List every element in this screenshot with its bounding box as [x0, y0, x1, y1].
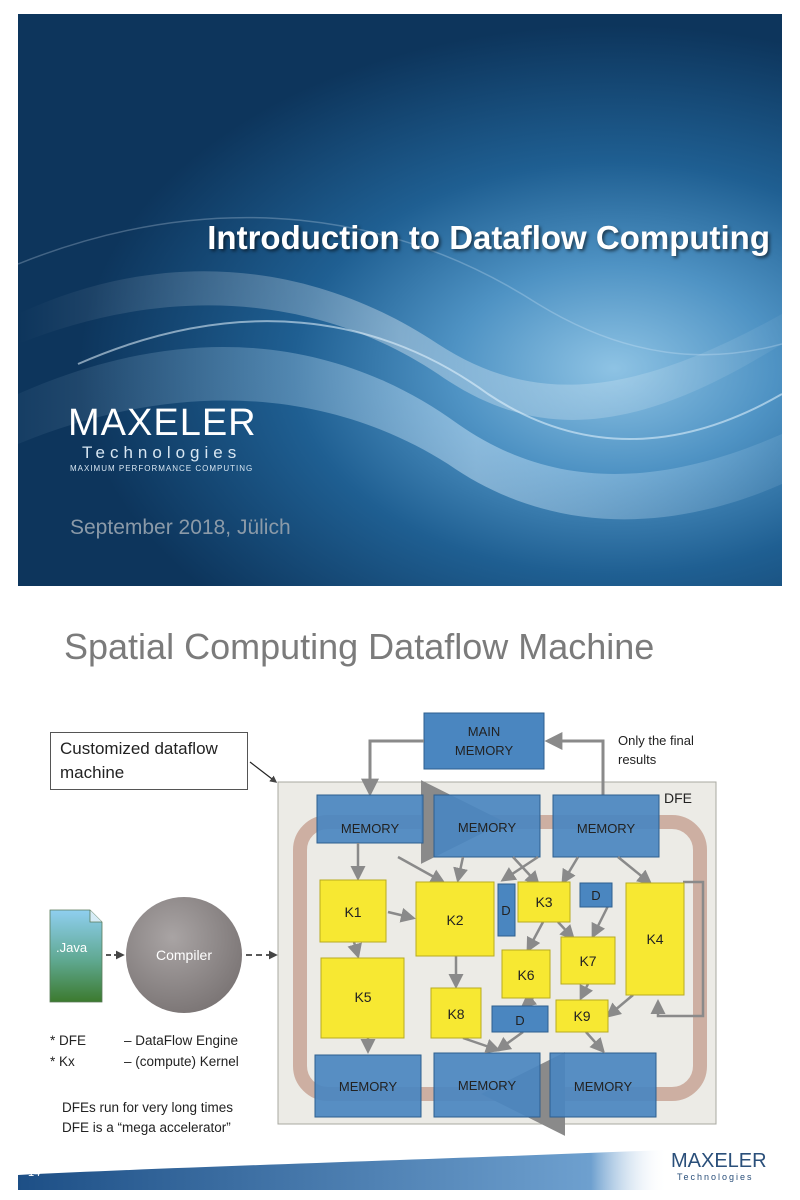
d-label: D: [515, 1013, 524, 1028]
kernel-label: K1: [344, 904, 361, 920]
memory-top-right: MEMORY: [552, 794, 660, 858]
compiler-label: Compiler: [156, 947, 212, 963]
title-slide: Introduction to Dataflow Computing MAXEL…: [18, 14, 782, 586]
d-box-3: D: [491, 1005, 549, 1033]
main-memory-box: [423, 712, 545, 770]
main-memory-line1: MAIN: [468, 724, 501, 739]
memory-label: MEMORY: [574, 1079, 633, 1094]
kernel-k5: K5: [320, 957, 405, 1039]
main-memory-line2: MEMORY: [455, 743, 514, 758]
logo-subtitle: Technologies: [82, 443, 242, 462]
dfe-label: DFE: [664, 790, 692, 806]
d-box-2: D: [579, 882, 613, 908]
java-label: .Java: [56, 940, 88, 955]
memory-label: MEMORY: [577, 821, 636, 836]
java-file-icon: .Java: [49, 909, 103, 1003]
kernel-label: K9: [573, 1008, 590, 1024]
memory-label: MEMORY: [339, 1079, 398, 1094]
memory-label: MEMORY: [458, 1078, 517, 1093]
legend-key-kernel: * Kx: [50, 1054, 75, 1069]
legend-key-dfe: * DFE: [50, 1033, 87, 1048]
footer-bar: [18, 1145, 782, 1190]
footer-logo-subtitle: Technologies: [677, 1172, 754, 1182]
kernel-connections: [347, 843, 705, 1054]
kernel-label: K5: [354, 989, 371, 1005]
slide1-title: Introduction to Dataflow Computing: [207, 219, 770, 256]
memory-label: MEMORY: [341, 821, 400, 836]
memory-bottom-middle: MEMORY: [433, 1052, 541, 1118]
page-number: 14: [28, 1167, 41, 1179]
memory-top-left: MEMORY: [316, 794, 424, 844]
memory-bottom-left: MEMORY: [314, 1054, 422, 1118]
kernel-label: K6: [517, 967, 534, 983]
kernel-label: K3: [535, 894, 552, 910]
memory-label: MEMORY: [458, 820, 517, 835]
kernel-label: K8: [447, 1006, 464, 1022]
callout-line1: Customized dataflow: [60, 739, 218, 758]
dataflow-diagram: DFE MAIN MEMORY Only the final results M…: [49, 712, 717, 1136]
d-box-1: D: [497, 883, 516, 937]
callout-line2: machine: [60, 763, 125, 782]
callout-box: Customized dataflow machine: [50, 732, 248, 790]
memory-top-middle: MEMORY: [433, 794, 541, 858]
compiler-node: Compiler: [126, 897, 242, 1013]
legend-value-kernel: – (compute) Kernel: [124, 1054, 239, 1069]
footer-logo-name: MAXELER: [671, 1150, 767, 1172]
note-1: DFEs run for very long times: [62, 1100, 234, 1115]
logo-tagline: MAXIMUM PERFORMANCE COMPUTING: [70, 464, 254, 473]
note-line2: results: [618, 752, 657, 767]
arrow-memory-to-main: [544, 732, 605, 795]
note-2: DFE is a “mega accelerator”: [62, 1120, 231, 1135]
logo-name: MAXELER: [68, 402, 257, 444]
kernel-k8: K8: [430, 987, 482, 1039]
kernel-label: K4: [646, 931, 663, 947]
kernel-k3: K3: [517, 881, 571, 923]
arrow-main-to-memory: [361, 739, 424, 797]
slide2-title: Spatial Computing Dataflow Machine: [64, 626, 655, 667]
kernel-k1: K1: [319, 879, 387, 943]
legend-value-dfe: – DataFlow Engine: [124, 1033, 239, 1048]
kernel-label: K7: [579, 953, 596, 969]
kernel-k7: K7: [560, 936, 616, 985]
dataflow-machine-slide: Spatial Computing Dataflow Machine DFE: [18, 600, 782, 1190]
kernel-k9: K9: [555, 999, 609, 1033]
note-line1: Only the final: [618, 733, 694, 748]
memory-bottom-right: MEMORY: [549, 1052, 657, 1118]
maxeler-logo: MAXELER Technologies MAXIMUM PERFORMANCE…: [68, 402, 308, 482]
callout-arrow: [249, 761, 278, 783]
d-label: D: [501, 903, 510, 918]
footer-maxeler-logo: MAXELER Technologies: [671, 1146, 781, 1186]
kernel-label: K2: [446, 912, 463, 928]
kernel-k4: K4: [625, 882, 685, 996]
slide1-date: September 2018, Jülich: [70, 516, 291, 539]
wave-background: [18, 216, 782, 520]
kernel-k2: K2: [415, 881, 495, 957]
kernel-k6: K6: [501, 949, 551, 999]
d-label: D: [591, 888, 600, 903]
